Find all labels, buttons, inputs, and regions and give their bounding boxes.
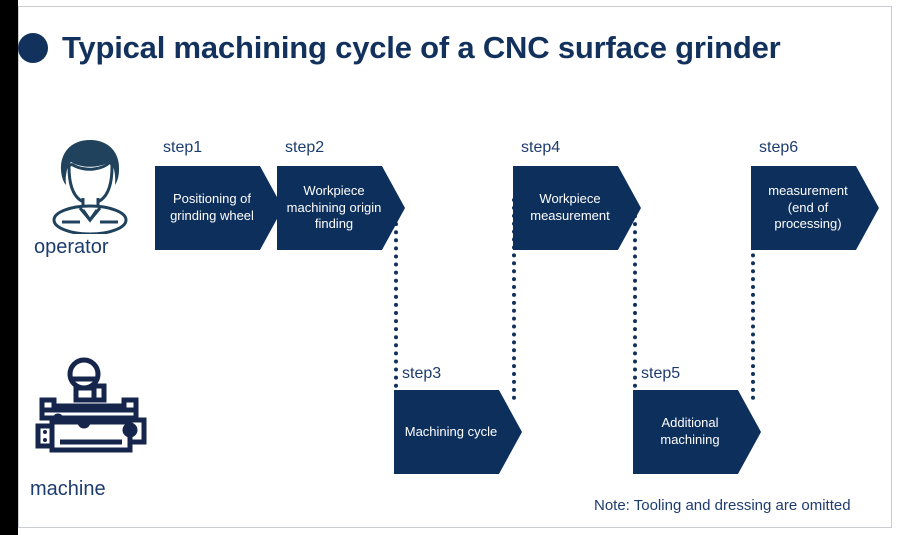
step-label-step4: step4 <box>521 139 561 156</box>
left-gutter-bar <box>0 0 18 535</box>
step-label-step5: step5 <box>641 365 681 382</box>
lane-label-operator: operator <box>34 236 109 258</box>
step-arrow-step6[interactable]: measurement (end of processing) <box>751 166 879 250</box>
connector-step3-step4 <box>512 198 516 400</box>
page-title-text: Typical machining cycle of a CNC surface… <box>62 30 781 65</box>
step-arrow-step5[interactable]: Additional machining <box>633 390 761 474</box>
operator-icon <box>38 134 142 239</box>
right-gutter-bar <box>893 0 900 535</box>
step-label-step2: step2 <box>285 139 325 156</box>
step-label-step3: step3 <box>402 365 442 382</box>
machine-icon <box>28 356 150 461</box>
page-title: Typical machining cycle of a CNC surface… <box>18 32 781 63</box>
step-arrow-step1[interactable]: Positioning of grinding wheel <box>155 166 283 250</box>
lane-label-machine: machine <box>30 478 106 500</box>
connector-step5-step6 <box>751 198 755 400</box>
step-label-step6: step6 <box>759 139 799 156</box>
footer-note: Note: Tooling and dressing are omitted <box>594 497 851 514</box>
bullet-dot-icon <box>18 32 48 63</box>
step-label-step1: step1 <box>163 139 203 156</box>
step-arrow-step4[interactable]: Workpiece measurement <box>513 166 641 250</box>
step-arrow-step3[interactable]: Machining cycle <box>394 390 522 474</box>
connector-step2-step3 <box>394 206 398 396</box>
connector-step4-step5 <box>633 206 637 396</box>
step-arrow-step2[interactable]: Workpiece machining origin finding <box>277 166 405 250</box>
